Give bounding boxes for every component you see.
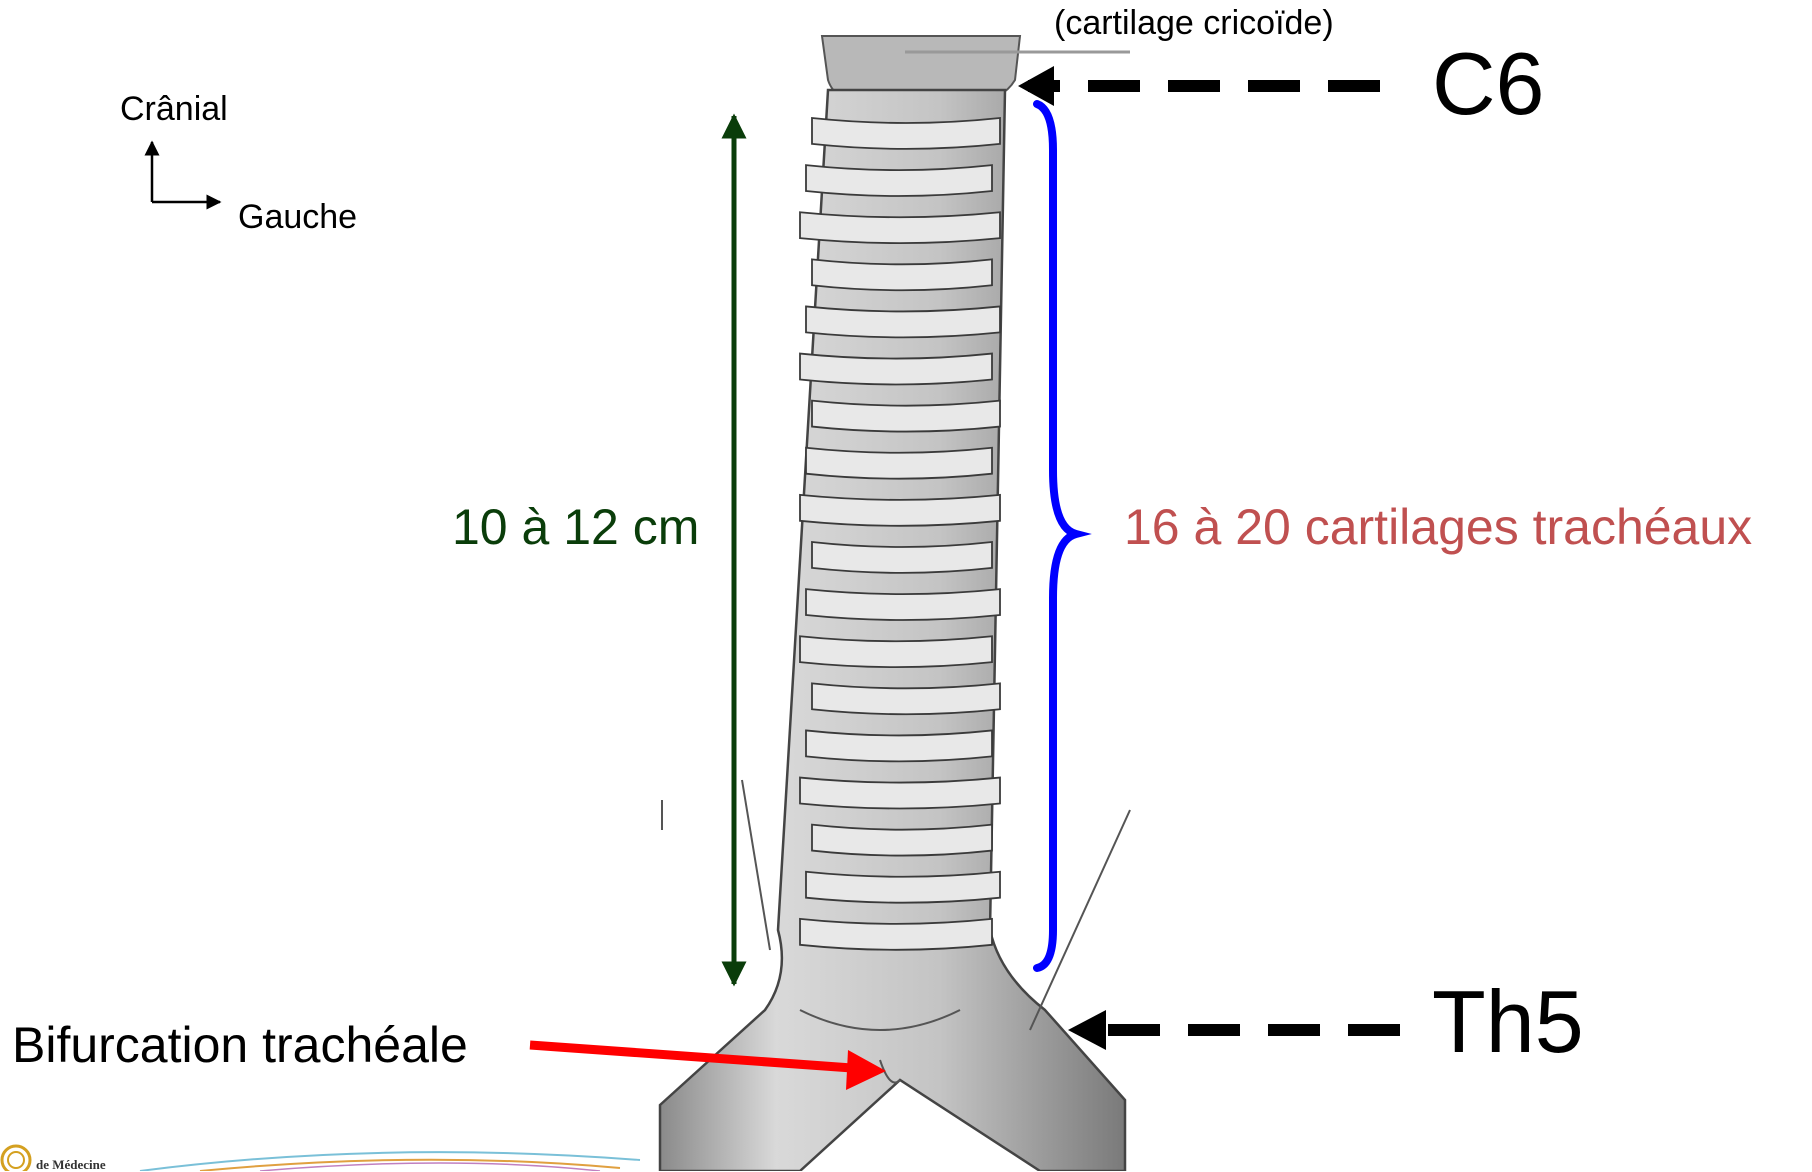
th5-level-arrow — [1068, 1010, 1400, 1050]
trachea-illustration — [660, 36, 1130, 1171]
c6-level-label: C6 — [1432, 40, 1545, 128]
cartilage-ring — [800, 919, 992, 950]
cartilage-brace — [1037, 104, 1076, 968]
cranial-label: Crânial — [120, 92, 228, 126]
cartilage-ring — [806, 730, 992, 761]
cartilage-ring — [800, 636, 992, 667]
c6-level-arrow — [1018, 66, 1380, 106]
length-label: 10 à 12 cm — [452, 502, 699, 552]
cartilage-ring — [800, 778, 1000, 809]
cartilage-ring — [800, 212, 1000, 243]
cartilage-count-label: 16 à 20 cartilages trachéaux — [1124, 502, 1752, 552]
cartilage-ring — [812, 118, 1000, 149]
cartilage-ring — [806, 589, 1000, 620]
logo-text: de Médecine — [36, 1158, 106, 1171]
cartilage-ring — [812, 542, 992, 573]
bifurcation-label: Bifurcation trachéale — [12, 1020, 468, 1070]
cartilage-ring — [812, 401, 1000, 432]
cartilage-ring — [800, 495, 1000, 526]
cartilage-ring — [806, 872, 1000, 903]
left-direction-label: Gauche — [238, 200, 357, 234]
cartilage-ring — [812, 825, 992, 856]
cricoid-label: (cartilage cricoïde) — [1054, 6, 1334, 40]
cartilage-ring — [806, 306, 1000, 337]
cartilage-ring — [806, 165, 992, 196]
cartilage-ring — [812, 683, 1000, 714]
cartilage-ring — [812, 259, 992, 290]
cartilage-ring — [800, 354, 992, 385]
cartilage-ring — [806, 448, 992, 479]
orientation-axes — [152, 142, 220, 202]
th5-level-label: Th5 — [1432, 978, 1584, 1066]
